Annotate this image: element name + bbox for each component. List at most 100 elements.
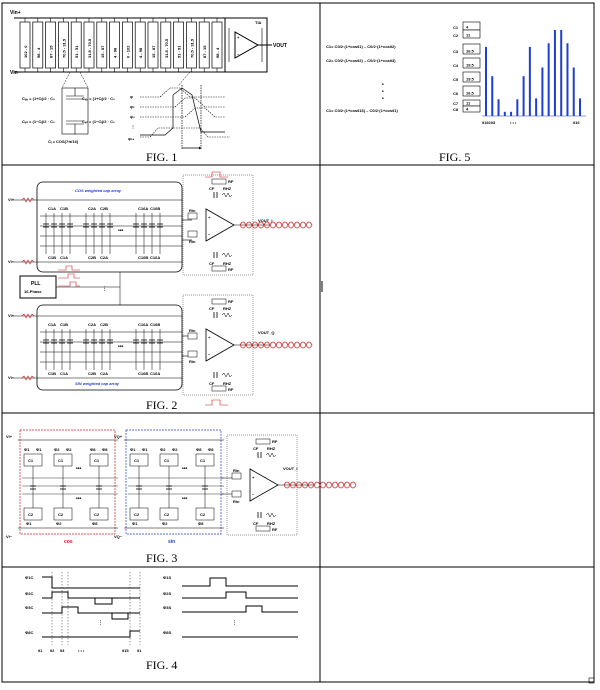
- fig3-cap-label: C1: [58, 458, 64, 463]
- cf-label: CF: [253, 446, 259, 451]
- fig3-phase-label: Φ1: [36, 447, 42, 452]
- svg-text:−: −: [252, 492, 255, 497]
- svg-text:θ1: θ1: [137, 648, 142, 653]
- fig4-waveforms-cos: [42, 576, 140, 638]
- fig2-cap-label: C1A: [48, 322, 56, 327]
- svg-text:Cᵥₚ = (1+Cᵢ)/2 · C₀: Cᵥₚ = (1+Cᵢ)/2 · C₀: [82, 96, 115, 101]
- fig1-cap-box: [198, 21, 210, 69]
- opamp: [249, 468, 279, 502]
- fig3-vi-minus: Vi−: [6, 534, 13, 539]
- fig5-caption: FIG. 5: [439, 150, 470, 164]
- fig4-sin-phase-label: Φ2S: [163, 591, 172, 596]
- svg-text:•••: •••: [182, 466, 188, 472]
- svg-text:⋮: ⋮: [102, 285, 107, 292]
- fig1-phase-labels: φ φ₂ φ₃ ⋮ φ₁₆: [128, 94, 135, 141]
- fig4-cos-phase-label: Φ2C: [25, 591, 34, 596]
- fig5-theta-end: θ16: [573, 120, 580, 125]
- fig5-cap-cell: [462, 71, 481, 83]
- rin-label: Rin: [233, 499, 240, 504]
- fig4-sin-phase-label: Φ8S: [163, 630, 172, 635]
- fig1-cap-value: 0 - 102: [125, 45, 130, 58]
- page-corner-box: [588, 677, 595, 684]
- fig3-cos-box: [19, 429, 116, 535]
- fig1-cap-box: [19, 21, 31, 69]
- fig2-cap-label: C16A: [138, 322, 148, 327]
- fig2-cap-label: C1A: [60, 371, 68, 376]
- fig5-cap-cell: [462, 85, 481, 97]
- fig3-phase-label: Φ2: [162, 521, 168, 526]
- fig1-cap-value: 51 - 51: [177, 45, 182, 58]
- fig1-cap-box: [32, 21, 44, 69]
- fig2-cap-label: C1B: [60, 206, 68, 211]
- fig1-cap-box: [83, 21, 95, 69]
- fig5-cap-name: C1: [453, 25, 459, 30]
- svg-text:+: +: [252, 475, 255, 480]
- fig5-cap-name: C6: [453, 91, 459, 96]
- svg-text:φ₁₆: φ₁₆: [128, 136, 135, 141]
- fig2-vi-minus-2: Vi−: [8, 375, 15, 380]
- fig3-cap-label: C2: [200, 512, 206, 517]
- svg-text:φ: φ: [130, 94, 133, 99]
- fig2-ellipsis: •••: [118, 344, 124, 350]
- fig1-cap-box: [122, 21, 133, 69]
- fig5-cap-value: 16.5: [466, 49, 475, 54]
- fig5-bar-chart: [482, 30, 586, 117]
- fig4-grid-lines: [51, 572, 141, 645]
- rhz-label: RHZ: [223, 381, 232, 386]
- svg-text:•: •: [382, 89, 384, 95]
- rhz-label: RHZ: [223, 306, 232, 311]
- fig5-cap-cell: [462, 43, 481, 55]
- fig2-cap-label: C2A: [88, 206, 96, 211]
- rin-label: Rin: [189, 239, 196, 244]
- fig2-cap-label: C16A: [150, 255, 160, 260]
- rin-label: Rin: [189, 208, 196, 213]
- fig1-cap-value: 4 - 98: [138, 47, 143, 58]
- fig5-panel: C1= C0/2·(1+cosθ1) – C0/2·(1+cosθ2) C2= …: [326, 21, 586, 164]
- fig3-vout-i: VOUT_I: [283, 466, 297, 471]
- fig4-theta-axis: θ1 θ2 θ3 • • • θ15 θ1: [38, 648, 142, 653]
- fig1-cap-value: 15 - 87: [151, 45, 156, 58]
- fig4-caption: FIG. 4: [146, 658, 177, 672]
- fig3-phase-label: Φ8: [90, 447, 96, 452]
- fig1-cap-value: 31.5 - 70.5: [87, 38, 92, 58]
- cf-label: CF: [209, 306, 215, 311]
- fig3-cap-label: C1: [134, 458, 140, 463]
- fig3-cap-label: C2: [28, 512, 34, 517]
- fig3-phase-label: Φ8: [208, 447, 214, 452]
- fig3-cap-label: C2: [164, 512, 170, 517]
- fig2-cap-label: C16B: [138, 371, 148, 376]
- fig1-cap-box: [45, 21, 56, 69]
- fig5-cap-value: 11: [466, 33, 471, 38]
- fig1-cap-box: [160, 21, 172, 69]
- fig1-waveform: [140, 85, 225, 150]
- fig5-cap-name: C3: [453, 49, 459, 54]
- fig2-cap-label: C2A: [88, 322, 96, 327]
- opamp: [205, 208, 235, 242]
- rf-label: RF: [272, 439, 278, 444]
- rf-label: RF: [228, 267, 234, 272]
- fig4-cos-phase-label: Φ3C: [25, 605, 34, 610]
- fig1-cap-box: [134, 21, 146, 69]
- fig3-cos-label: cos: [64, 539, 73, 545]
- svg-text:+: +: [208, 335, 211, 340]
- fig2-panel: Vi+ Vi− Vi+ Vi− COS weighted cap array S…: [8, 171, 313, 412]
- rin-label: Rin: [189, 359, 196, 364]
- svg-text:θ3: θ3: [60, 648, 65, 653]
- svg-text:−: −: [208, 352, 211, 357]
- fig3-phase-label: Φ2: [160, 447, 166, 452]
- cf-label: CF: [253, 521, 259, 526]
- rin-label: Rin: [189, 328, 196, 333]
- fig3-phase-label: Φ1: [24, 447, 30, 452]
- svg-text:Cᵥₙ = (1−Cᵢ)/2 · C₀: Cᵥₙ = (1−Cᵢ)/2 · C₀: [82, 119, 115, 124]
- fig2-vout-q: VOUT_Q: [258, 330, 274, 335]
- svg-text:θ2: θ2: [50, 648, 55, 653]
- fig3-phase-label: Φ2: [66, 447, 72, 452]
- svg-text:+: +: [208, 215, 211, 220]
- fig3-phase-label: Φ1: [130, 447, 136, 452]
- fig4-sin-phase-label: Φ1S: [163, 575, 172, 580]
- fig2-vi-plus-1: Vi+: [8, 197, 15, 202]
- svg-text:•: •: [382, 96, 384, 102]
- rin-label: Rin: [233, 468, 240, 473]
